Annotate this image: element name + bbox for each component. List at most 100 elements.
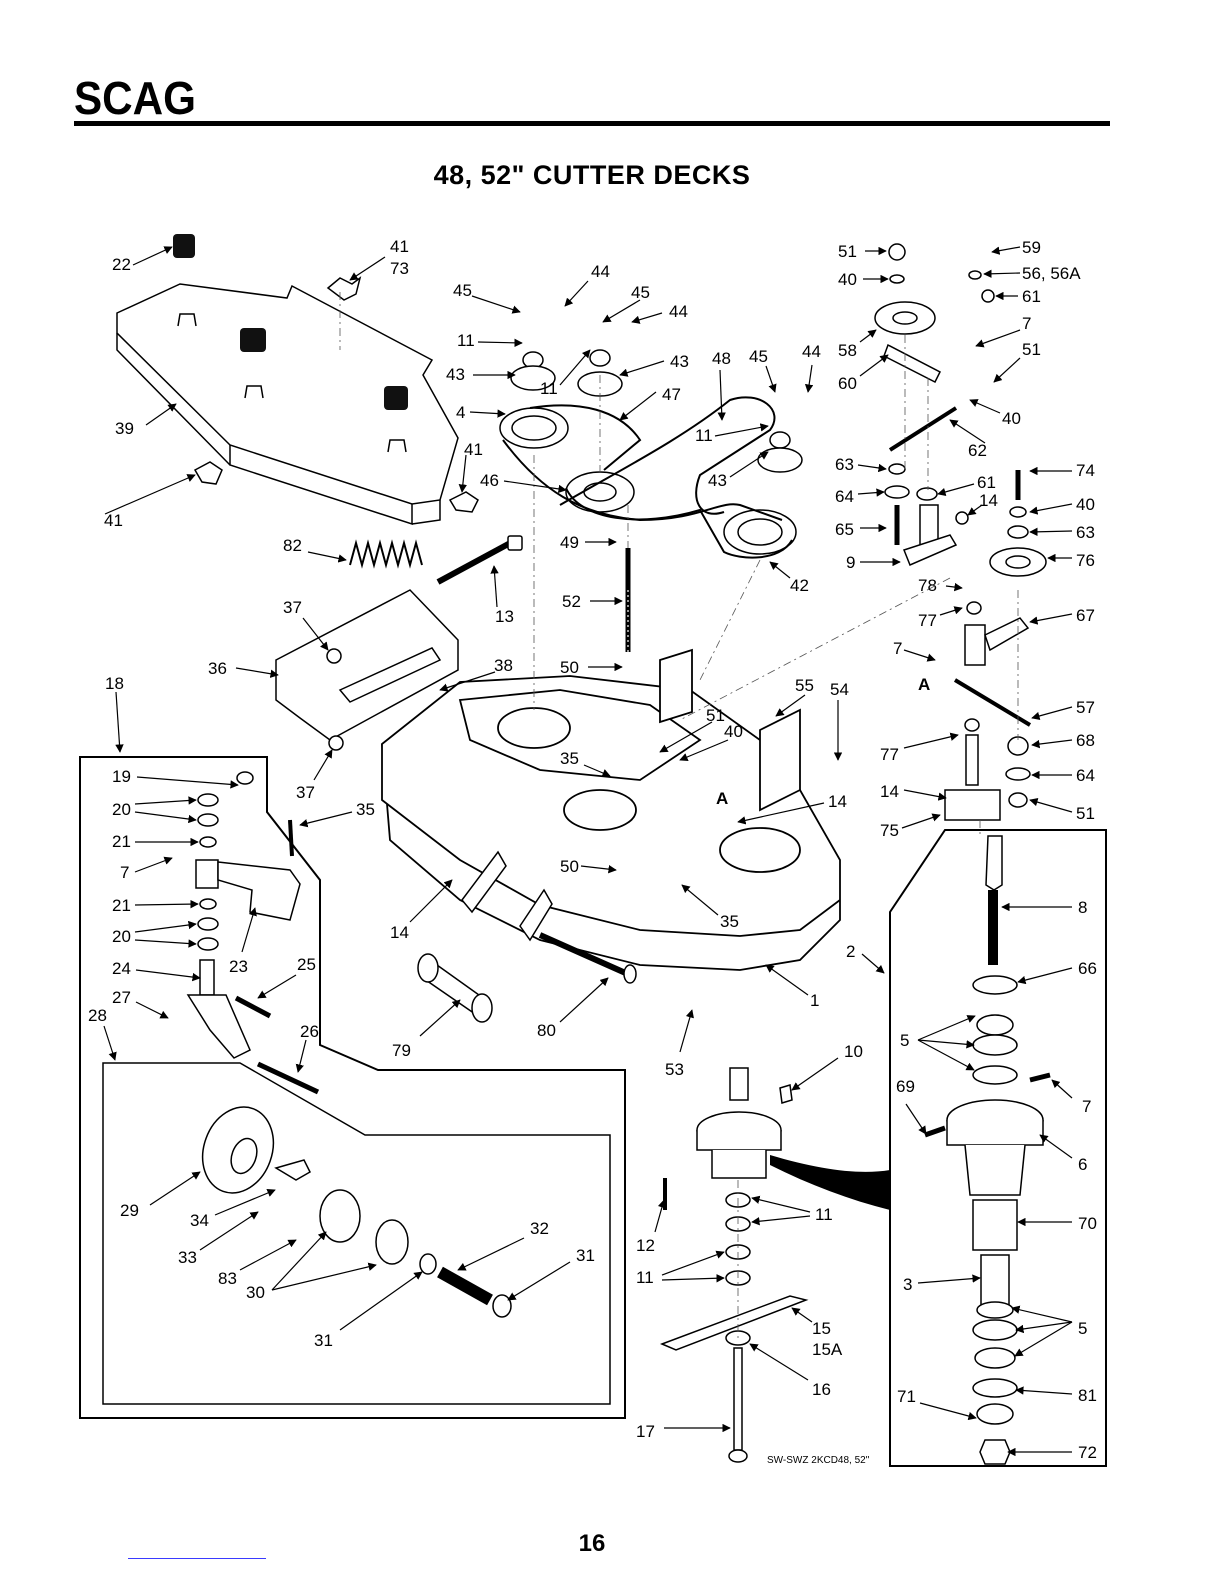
callout-label: 40: [1076, 495, 1095, 514]
tensioner-linkage: [874, 243, 1047, 821]
callout-label: 21: [112, 832, 131, 851]
callout-label: 27: [112, 988, 131, 1007]
callout-label: 34: [190, 1211, 209, 1230]
callout-label: 16: [812, 1380, 831, 1399]
callout-label: 50: [560, 658, 579, 677]
callout-label: 14: [979, 491, 998, 510]
header-rule: [74, 121, 1110, 126]
callout-label: 58: [838, 341, 857, 360]
callout-label: 56, 56A: [1022, 264, 1081, 283]
tension-spring: [349, 539, 423, 569]
callout-label: 21: [112, 896, 131, 915]
callout-label: 20: [112, 927, 131, 946]
callout-label: 6: [1078, 1155, 1087, 1174]
footer-link-underline: [128, 1558, 266, 1559]
callout-label: 70: [1078, 1214, 1097, 1233]
callout-label: 72: [1078, 1443, 1097, 1462]
callout-label: 47: [662, 385, 681, 404]
idler-bracket: [275, 589, 459, 751]
callout-label: 13: [495, 607, 514, 626]
belt-cover-edge: [770, 1155, 890, 1210]
callout-label: 54: [830, 680, 849, 699]
inset-box-caster-assembly: [79, 756, 626, 1419]
callout-label: 7: [1022, 314, 1031, 333]
callout-label: 43: [670, 352, 689, 371]
callout-label: 31: [314, 1331, 333, 1350]
callout-label: 8: [1078, 898, 1087, 917]
callout-label: 46: [480, 471, 499, 490]
callout-label: 64: [1076, 766, 1095, 785]
callout-label: 76: [1076, 551, 1095, 570]
callout-label: 79: [392, 1041, 411, 1060]
callout-labels: 22 41 73 39 41 41 45 44 45 44 11 43 11 4…: [88, 237, 1097, 1462]
drive-pulley: [499, 407, 797, 555]
callout-label: 44: [591, 262, 610, 281]
callout-label: 67: [1076, 606, 1095, 625]
callout-label: 59: [1022, 238, 1041, 257]
spindle-assembly: [924, 835, 1051, 1465]
callout-label: 28: [88, 1006, 107, 1025]
knob-bumper: [173, 234, 408, 410]
callout-label: 44: [802, 342, 821, 361]
callout-label: 52: [562, 592, 581, 611]
callout-label: 68: [1076, 731, 1095, 750]
callout-label: 26: [300, 1022, 319, 1041]
callout-label: 33: [178, 1248, 197, 1267]
belt-cover: [116, 283, 459, 526]
callout-label: 25: [297, 955, 316, 974]
callout-label: 45: [749, 347, 768, 366]
callout-label: A: [716, 789, 728, 808]
callout-label: 77: [918, 611, 937, 630]
callout-label: 31: [576, 1246, 595, 1265]
page-title: 48, 52" CUTTER DECKS: [433, 160, 751, 190]
callout-label: 51: [706, 706, 725, 725]
callout-label: 32: [530, 1219, 549, 1238]
callout-label: A: [918, 675, 930, 694]
page-number: 16: [578, 1530, 606, 1557]
callout-label: 2: [846, 942, 855, 961]
caster-parts: [186, 771, 320, 1095]
callout-label: 1: [810, 991, 819, 1010]
callout-label: 14: [880, 782, 899, 801]
callout-label: 5: [1078, 1319, 1087, 1338]
callout-label: 30: [246, 1283, 265, 1302]
inset-box-wheel-assembly: [102, 1062, 611, 1405]
callout-label: 10: [844, 1042, 863, 1061]
callout-label: 22: [112, 255, 131, 274]
callout-label: 64: [835, 487, 854, 506]
callout-label: 81: [1078, 1386, 1097, 1405]
callout-label: 39: [115, 419, 134, 438]
callout-label: 82: [283, 536, 302, 555]
callout-label: 78: [918, 576, 937, 595]
callout-label: 83: [218, 1269, 237, 1288]
callout-label: 38: [494, 656, 513, 675]
callout-label: 77: [880, 745, 899, 764]
callout-label: 45: [453, 281, 472, 300]
callout-label: 37: [296, 783, 315, 802]
callout-label: 41: [104, 511, 123, 530]
callout-label: 44: [669, 302, 688, 321]
center-spindle: [659, 1067, 809, 1463]
callout-label: 74: [1076, 461, 1095, 480]
callout-label: 45: [631, 283, 650, 302]
callout-label: 20: [112, 800, 131, 819]
callout-label: 14: [390, 923, 409, 942]
roller-axle: [538, 932, 632, 978]
idler-pulley-group: [510, 349, 803, 473]
callout-label: 7: [120, 863, 129, 882]
callout-label: 75: [880, 821, 899, 840]
callout-label: 48: [712, 349, 731, 368]
callout-label: 24: [112, 959, 131, 978]
callout-label: 12: [636, 1236, 655, 1255]
cover-clip: [177, 313, 407, 453]
callout-label: 18: [105, 674, 124, 693]
callout-label: 57: [1076, 698, 1095, 717]
leader-arrows: [103, 246, 1073, 1457]
callout-label: 40: [1002, 409, 1021, 428]
wing-knob: [193, 276, 479, 513]
callout-label: 51: [1076, 804, 1095, 823]
mower-deck: [381, 648, 841, 971]
callout-label: 41: [464, 440, 483, 459]
callout-label: 42: [790, 576, 809, 595]
